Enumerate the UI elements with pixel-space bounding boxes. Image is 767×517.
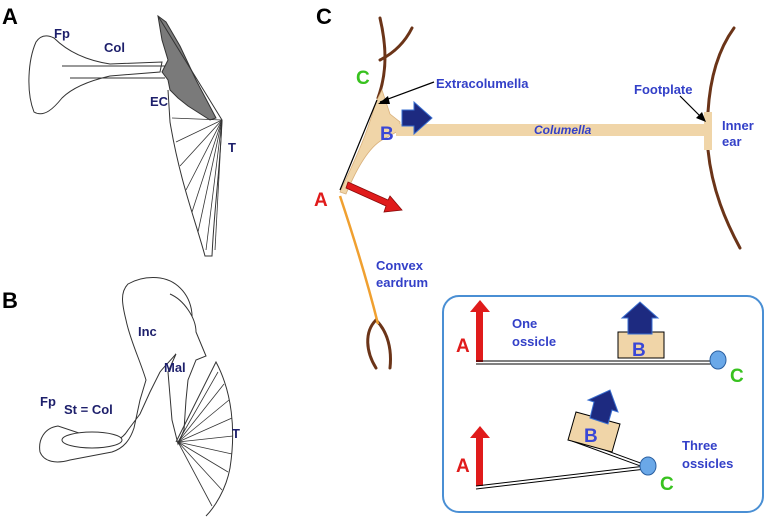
panel-a-columella <box>62 65 165 79</box>
lever-red-arrowhead-bottom <box>470 426 490 438</box>
panel-c: C C Extracolume <box>314 4 764 513</box>
extracolumella-pointer <box>379 81 435 103</box>
lever-fulcrum-top <box>709 350 727 370</box>
label-convex: Convex <box>376 258 424 273</box>
label-col-a: Col <box>104 40 125 55</box>
label-mal-b: Mal <box>164 360 186 375</box>
lever-navy-arrow-top <box>620 301 660 335</box>
lever-red-post-top <box>476 310 483 362</box>
panel-b: B Inc Mal Fp St = Col T <box>2 277 240 517</box>
panel-a-tympanum-fibers <box>171 117 223 251</box>
panel-c-footplate <box>704 112 712 150</box>
lever-red-post-bottom <box>476 436 483 486</box>
panel-b-malleus <box>167 293 207 446</box>
label-inc-b: Inc <box>138 324 157 339</box>
label-fp-a: Fp <box>54 26 70 41</box>
lever-red-arrowhead-top <box>470 300 490 312</box>
label-footplate: Footplate <box>634 82 693 97</box>
label-t-b: T <box>232 426 240 441</box>
label-st-col-b: St = Col <box>64 402 113 417</box>
panel-c-columella <box>396 124 708 136</box>
lever-block-top <box>617 331 665 359</box>
panel-a-letter: A <box>2 4 18 29</box>
label-eardrum: eardrum <box>376 275 428 290</box>
inset-top-label-b: B <box>632 340 646 361</box>
panel-b-tympanum-fibers <box>177 371 234 507</box>
label-extracolumella: Extracolumella <box>436 76 529 91</box>
extracolumella-pointer-head <box>378 96 390 104</box>
inset-top-line2: ossicle <box>512 334 556 349</box>
lever-navy-arrow-bottom <box>586 389 619 425</box>
inset-bottom-label-a: A <box>456 456 470 477</box>
inset-top-line1: One <box>512 316 537 331</box>
panel-c-extracolumella-edge <box>339 99 378 191</box>
panel-c-outer-supports <box>366 16 414 370</box>
panel-c-eardrum <box>338 195 380 325</box>
label-ear: ear <box>722 134 742 149</box>
label-a: A <box>314 190 328 211</box>
panel-b-letter: B <box>2 288 18 313</box>
label-inner: Inner <box>722 118 754 133</box>
panel-b-footplate-oval <box>61 431 123 449</box>
columella-push-arrow <box>401 100 433 136</box>
inset-bottom-line1: Three <box>682 438 717 453</box>
label-columella: Columella <box>534 123 592 137</box>
inset-top-label-c: C <box>730 366 744 387</box>
inset-three-ossicles: A B C Three ossicles <box>456 389 733 495</box>
label-c: C <box>356 68 370 89</box>
label-t-a: T <box>228 140 236 155</box>
eardrum-push-arrow <box>345 181 403 213</box>
label-fp-b: Fp <box>40 394 56 409</box>
inset-top-label-a: A <box>456 336 470 357</box>
panel-c-inner-supports <box>706 26 742 250</box>
panel-b-tympanum <box>175 360 234 517</box>
label-b: B <box>380 124 394 145</box>
panel-a: A Fp Col EC T <box>2 4 236 257</box>
panel-c-letter: C <box>316 4 332 29</box>
inset-bottom-line2: ossicles <box>682 456 733 471</box>
label-ec-a: EC <box>150 94 169 109</box>
panel-a-footplate <box>28 35 163 115</box>
inset-bottom-label-c: C <box>660 474 674 495</box>
inset-bottom-label-b: B <box>584 426 598 447</box>
inset-one-ossicle: A B C One ossicle <box>456 300 744 387</box>
footplate-pointer-head <box>696 112 706 122</box>
panel-c-extracolumella <box>339 88 401 195</box>
lever-fulcrum-bottom <box>639 456 657 476</box>
panel-a-extracolumella <box>157 14 217 121</box>
lever-inset: A B C One ossicle A B C Three <box>442 295 764 513</box>
